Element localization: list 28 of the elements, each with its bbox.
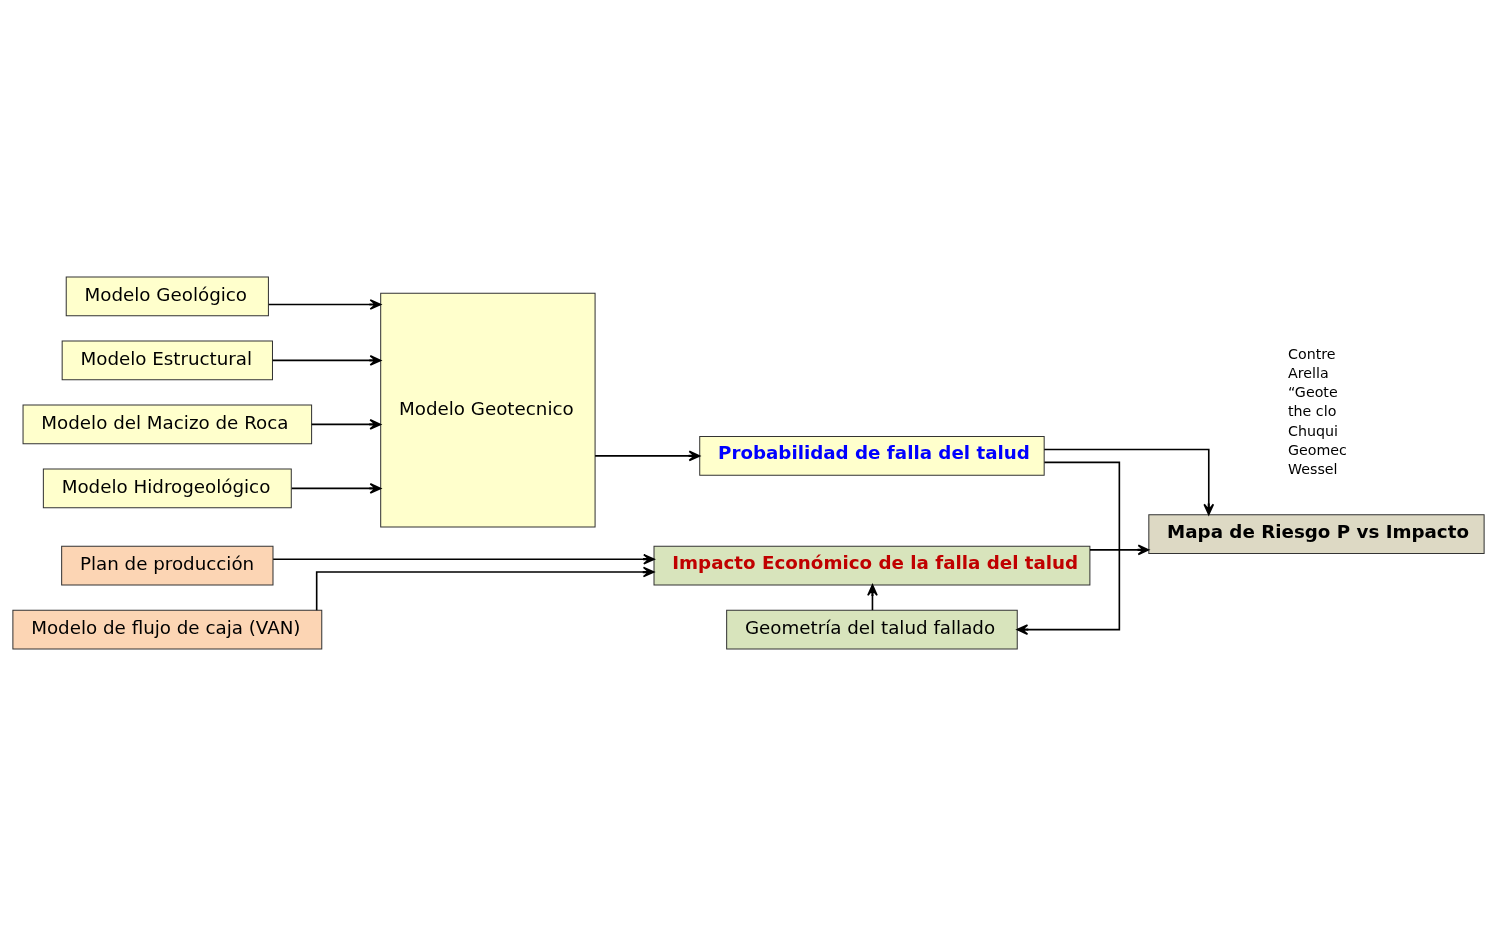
arrow bbox=[594, 450, 701, 461]
node-box: Modelo de flujo de caja (VAN) bbox=[12, 609, 323, 649]
node-box: Geometría del talud fallado bbox=[726, 609, 1018, 649]
label: Contre bbox=[1288, 345, 1336, 362]
node-box: Plan de producción bbox=[61, 545, 274, 585]
arrow bbox=[267, 298, 382, 310]
label: Chuqui bbox=[1288, 422, 1338, 439]
label: “Geote bbox=[1288, 383, 1338, 400]
node-box: Modelo Geológico bbox=[65, 276, 269, 316]
node-box: Modelo Estructural bbox=[61, 340, 273, 380]
arrow bbox=[290, 482, 382, 494]
label: Wessel bbox=[1288, 460, 1338, 477]
node-box: Modelo del Macizo de Roca bbox=[22, 404, 313, 444]
arrow bbox=[272, 553, 655, 565]
arrow bbox=[1043, 448, 1215, 515]
label: Arella bbox=[1288, 364, 1329, 381]
arrow bbox=[1089, 544, 1150, 555]
arrow bbox=[310, 418, 382, 430]
node-box: Mapa de Riesgo P vs Impacto bbox=[1148, 513, 1485, 554]
arrow bbox=[271, 354, 382, 366]
arrow bbox=[1016, 461, 1121, 635]
label: the clo bbox=[1288, 402, 1337, 419]
node-box: Modelo Geotecnico bbox=[380, 292, 596, 527]
arrow bbox=[315, 566, 655, 611]
label: Geomec bbox=[1288, 441, 1347, 458]
node-box: Impacto Económico de la falla del talud bbox=[653, 545, 1091, 585]
node-box: Probabilidad de falla del talud bbox=[699, 435, 1045, 476]
node-box: Modelo Hidrogeológico bbox=[42, 468, 292, 508]
